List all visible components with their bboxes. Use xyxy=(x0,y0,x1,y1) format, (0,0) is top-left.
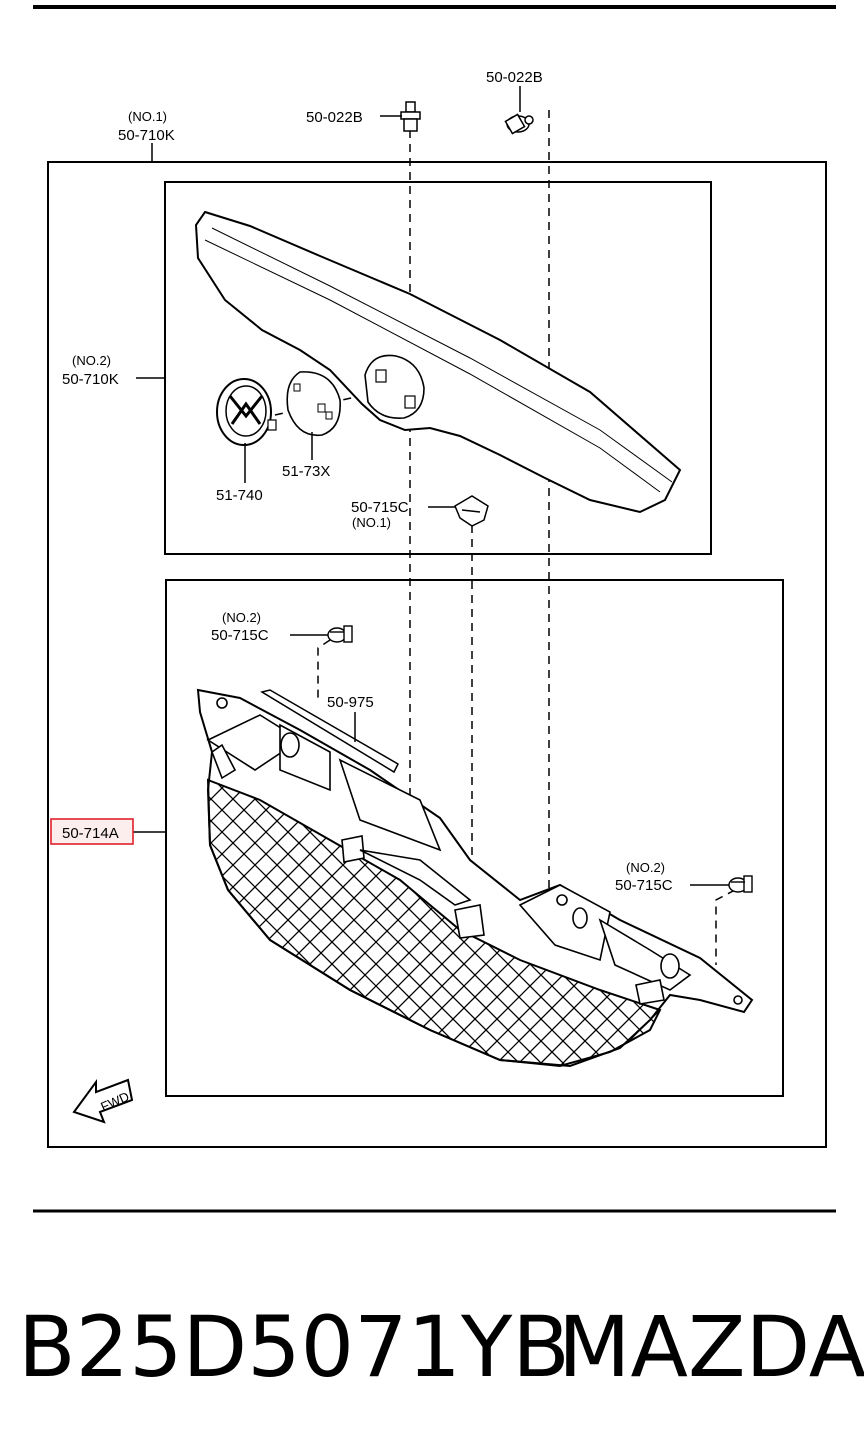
garnish-tab-1 xyxy=(375,369,387,383)
fwd-arrow-icon: FWD xyxy=(72,1078,134,1124)
lower-panel-frame xyxy=(165,579,784,1097)
label-clip-top-left: 50-022B xyxy=(306,109,363,126)
label-fastener-upper-part: 50-715C xyxy=(351,499,409,516)
label-grille-no1-part: 50-710K xyxy=(118,127,175,144)
outer-frame xyxy=(47,161,827,1148)
label-seal: 50-975 xyxy=(327,694,374,711)
clip-bolt-left-icon xyxy=(400,101,421,132)
label-grille-no2-part: 50-710K xyxy=(62,371,119,388)
upper-panel-frame xyxy=(164,181,712,555)
footer-part-number: B25D5071YB xyxy=(18,1298,570,1396)
garnish-tab-2 xyxy=(404,395,416,409)
label-fastener-left-part: 50-715C xyxy=(211,627,269,644)
seal-strip xyxy=(260,689,399,774)
fastener-right-icon xyxy=(728,875,753,893)
fastener-left-icon xyxy=(327,625,353,643)
label-fastener-right-part: 50-715C xyxy=(615,877,673,894)
label-fastener-upper-qualifier: (NO.1) xyxy=(352,515,391,530)
upper-grille-garnish xyxy=(194,210,682,514)
label-highlight-box xyxy=(50,818,134,845)
footer-brand: MAZDA xyxy=(558,1298,864,1396)
grille-structure-details xyxy=(206,697,743,1005)
emblem-icon xyxy=(216,378,277,446)
label-grille-no2-qualifier: (NO.2) xyxy=(72,353,111,368)
garnish-detail-lines xyxy=(204,227,673,493)
label-emblem: 51-740 xyxy=(216,487,263,504)
fastener-upper-icon xyxy=(454,495,489,527)
mesh-outline xyxy=(206,778,662,1068)
clip-bolt-right-icon xyxy=(504,113,534,135)
label-fastener-left-qualifier: (NO.2) xyxy=(222,610,261,625)
label-clip-top-right: 50-022B xyxy=(486,69,543,86)
label-grille-no1-qualifier: (NO.1) xyxy=(128,109,167,124)
label-fastener-right-qualifier: (NO.2) xyxy=(626,860,665,875)
label-emblem-base: 51-73X xyxy=(282,463,330,480)
emblem-base-icon xyxy=(286,371,341,437)
leader-lines xyxy=(133,86,729,886)
label-grille-assembly: 50-714A xyxy=(62,825,119,842)
